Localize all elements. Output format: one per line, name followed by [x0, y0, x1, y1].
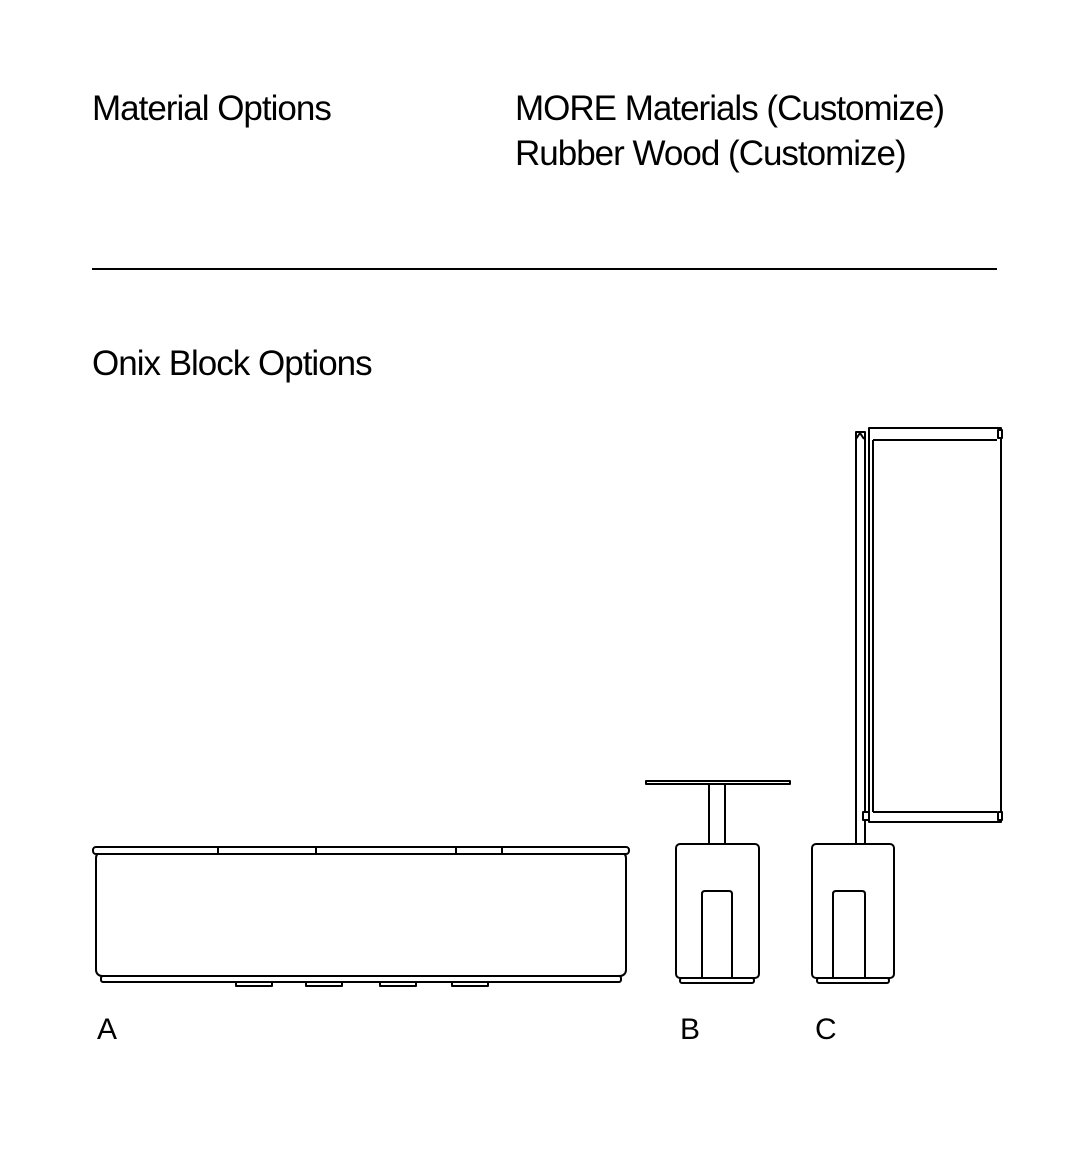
option-b-side-table-drawing	[645, 780, 791, 984]
option-a-bench-drawing	[92, 846, 630, 987]
material-option-more: MORE Materials (Customize)	[515, 89, 945, 128]
option-b-label: B	[680, 1013, 701, 1046]
section-divider	[92, 268, 997, 270]
onix-block-options-title: Onix Block Options	[92, 344, 373, 383]
material-options-title: Material Options	[92, 89, 332, 128]
option-c-panel-stand-drawing	[811, 427, 1003, 984]
option-a-label: A	[97, 1013, 118, 1046]
option-c-label: C	[815, 1013, 837, 1046]
material-option-rubber-wood: Rubber Wood (Customize)	[515, 134, 907, 173]
